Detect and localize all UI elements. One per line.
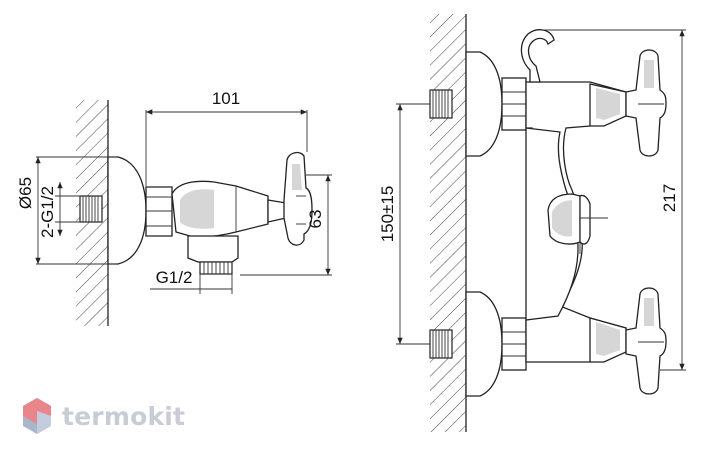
side-view: 101 63 Ø65 2-G1/2 G1/2 bbox=[16, 89, 332, 326]
front-shower-hook bbox=[520, 29, 555, 83]
brand-logo: termokit bbox=[22, 396, 185, 436]
dim-flange-diameter: Ø65 bbox=[16, 177, 35, 209]
side-thread-pipe bbox=[79, 195, 103, 223]
dim-front-spacing: 150±15 bbox=[378, 186, 397, 243]
brand-name: termokit bbox=[62, 401, 186, 431]
side-outlet bbox=[187, 235, 239, 263]
front-wall-hatch bbox=[430, 14, 466, 432]
dim-side-height: 63 bbox=[306, 210, 325, 229]
side-thread-marks bbox=[82, 196, 99, 222]
side-flange bbox=[107, 156, 147, 265]
front-lower-flange bbox=[465, 291, 503, 397]
side-handle bbox=[283, 151, 313, 246]
dim-outlet-thread: G1/2 bbox=[156, 268, 193, 287]
dim-front-height: 217 bbox=[660, 184, 679, 212]
front-upper-cross-handle bbox=[625, 49, 667, 157]
side-hex-nut bbox=[145, 186, 173, 237]
dim-side-length: 101 bbox=[212, 89, 240, 108]
front-view: 150±15 217 bbox=[378, 14, 686, 432]
hexagon-logo-icon bbox=[23, 398, 51, 434]
front-upper-flange bbox=[465, 51, 503, 157]
front-lower-cross-handle bbox=[625, 287, 667, 395]
side-valve-stem bbox=[267, 199, 287, 223]
dim-side-thread: 2-G1/2 bbox=[38, 186, 57, 238]
